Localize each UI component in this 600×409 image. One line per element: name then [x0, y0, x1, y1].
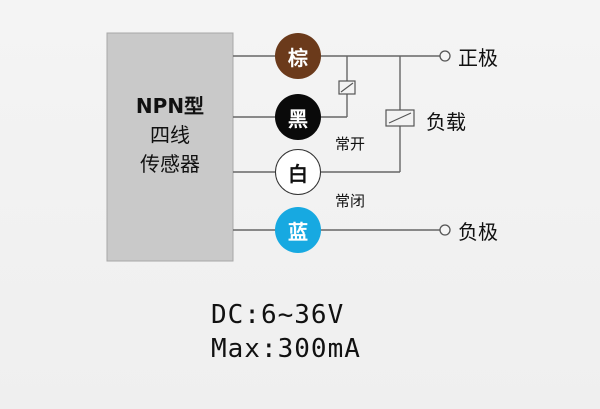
- sensor-name-label: 传感器: [140, 152, 200, 176]
- wire-brown-label: 棕: [288, 45, 308, 70]
- positive-label: 正极: [458, 46, 498, 70]
- normally-open-symbol: [338, 80, 356, 95]
- voltage-spec: DC:6~36V: [211, 300, 345, 330]
- normally-open-label: 常开: [335, 135, 366, 153]
- wire-lines: [233, 55, 440, 231]
- sensor-label: NPN型 四线 传感器: [107, 95, 233, 176]
- negative-label: 负极: [458, 220, 498, 244]
- wire-circle-white: 白: [275, 149, 321, 195]
- load-symbol: [385, 109, 415, 127]
- wire-circle-black: 黑: [275, 94, 321, 140]
- sensor-box: [106, 32, 234, 262]
- wire-white-label: 白: [288, 161, 308, 186]
- load-label: 负载: [426, 110, 466, 134]
- current-spec: Max:300mA: [211, 334, 361, 364]
- wire-blue-label: 蓝: [288, 219, 308, 244]
- negative-terminal: [439, 224, 451, 236]
- wire-circle-blue: 蓝: [275, 207, 321, 253]
- wire-black-label: 黑: [288, 106, 308, 131]
- wire-circle-brown: 棕: [275, 33, 321, 79]
- normally-closed-label: 常闭: [335, 192, 366, 210]
- sensor-type-label: NPN型: [135, 94, 205, 118]
- positive-terminal: [439, 50, 451, 62]
- sensor-wires-label: 四线: [150, 123, 190, 147]
